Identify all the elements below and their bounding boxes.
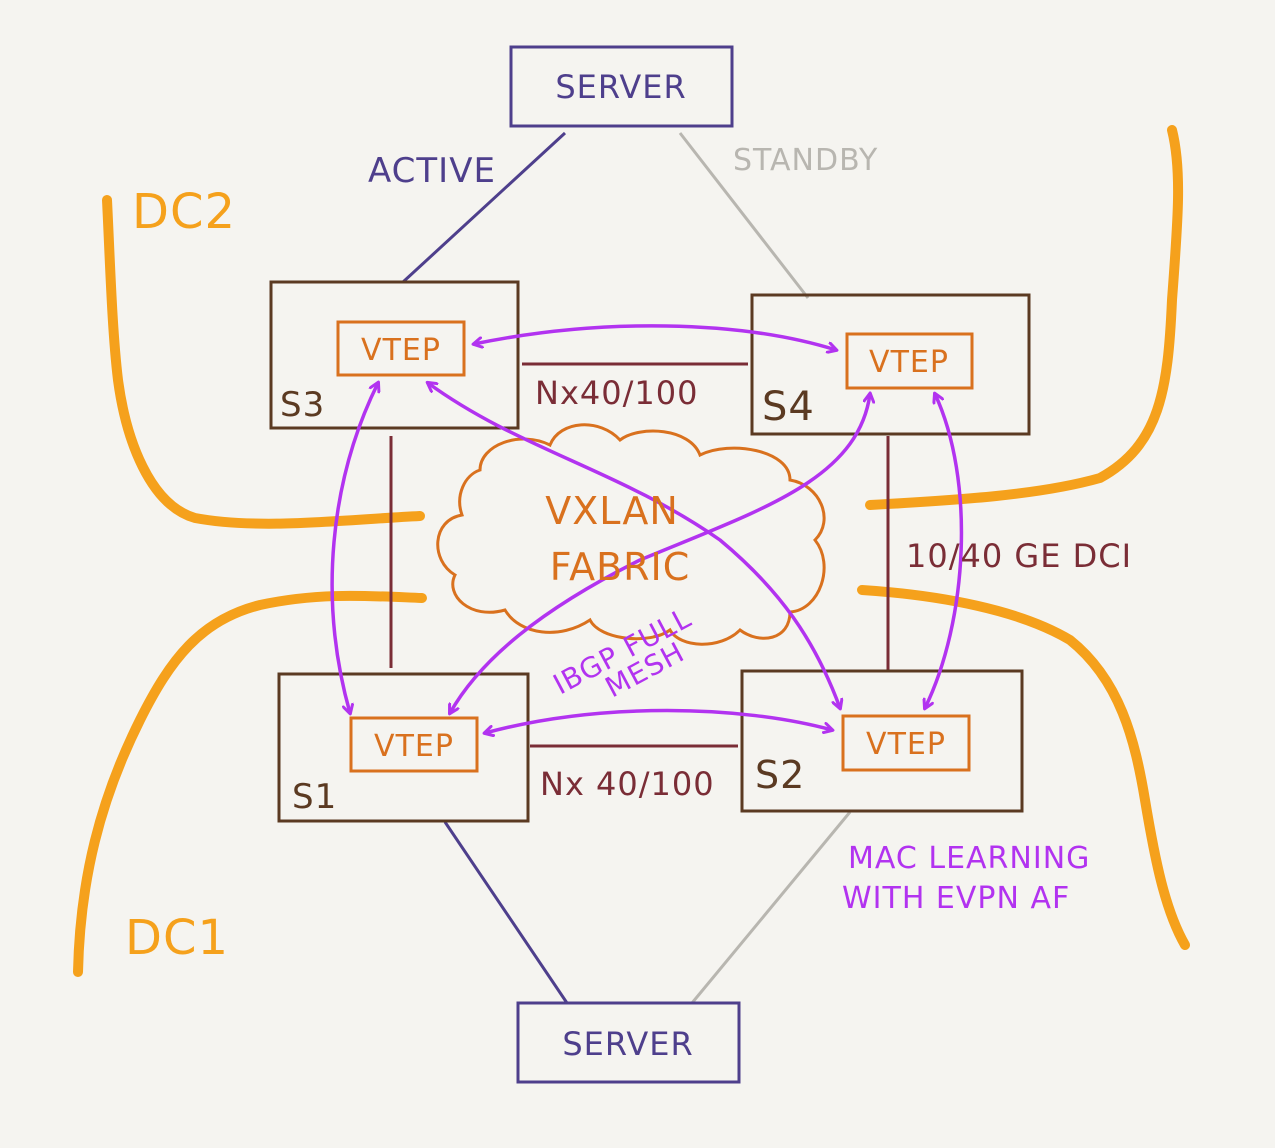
- vtep-s3-box: [336, 320, 466, 377]
- vtep-s1-box: [349, 716, 479, 773]
- ibgp-arrow-s4-s1: [450, 394, 870, 713]
- s1-s2-link-label: Nx 40/100: [540, 765, 715, 803]
- dc2-boundary-left: [102, 195, 425, 529]
- vtep-s3-label: VTEP: [361, 333, 441, 368]
- switch-s4: [750, 293, 1031, 436]
- bottom-server-label: SERVER: [562, 1025, 693, 1063]
- s2-label: S2: [755, 753, 805, 797]
- dc2-label: DC2: [132, 184, 236, 240]
- top-server: [509, 45, 734, 128]
- dci-label: 10/40 GE DCI: [906, 537, 1132, 575]
- s3-label: S3: [280, 385, 325, 425]
- ibgp-arrow-s1-s2: [485, 708, 832, 734]
- fabric-line1: VXLAN: [545, 489, 679, 533]
- vtep-s2-label: VTEP: [866, 727, 946, 762]
- dc1-boundary-right: [857, 585, 1190, 950]
- vtep-s2-box: [841, 714, 971, 772]
- fabric-line2: FABRIC: [550, 545, 691, 589]
- bottom-server: [516, 1001, 741, 1084]
- active-link: [401, 131, 567, 284]
- vtep-s4-box: [845, 332, 974, 390]
- top-server-label: SERVER: [555, 68, 686, 106]
- dc2-boundary-right: [865, 125, 1184, 510]
- s2-server-link: [690, 811, 852, 1004]
- active-label: ACTIVE: [368, 151, 496, 191]
- vxlan-fabric-cloud: [436, 423, 826, 646]
- ibgp-arrow-s3-s1: [330, 383, 378, 713]
- ibgp-arrow-s4-s2: [925, 394, 964, 708]
- switch-s2: [740, 669, 1024, 813]
- mac-learning-line2: WITH EVPN AF: [842, 881, 1070, 916]
- mac-learning-line1: MAC LEARNING: [848, 841, 1090, 876]
- standby-label: STANDBY: [733, 143, 878, 178]
- s1-server-link: [443, 821, 569, 1004]
- s3-s4-link-label: Nx40/100: [535, 374, 698, 412]
- s1-label: S1: [292, 777, 337, 817]
- switch-s3: [269, 280, 520, 430]
- ibgp-arrow-s3-s4: [474, 324, 836, 350]
- dc1-label: DC1: [125, 910, 229, 966]
- standby-link: [678, 132, 810, 299]
- s4-label: S4: [762, 384, 815, 430]
- vtep-s4-label: VTEP: [869, 345, 949, 380]
- vtep-s1-label: VTEP: [374, 729, 454, 764]
- switch-s1: [277, 672, 530, 823]
